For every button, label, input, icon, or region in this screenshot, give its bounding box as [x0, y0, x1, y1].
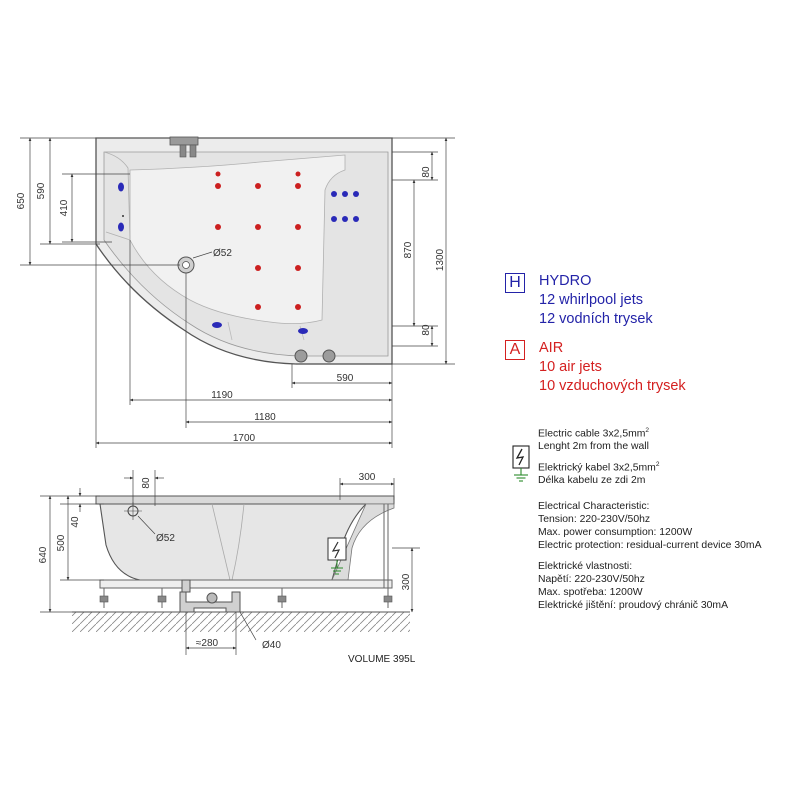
char-cz-line-2: Max. spotřeba: 1200W	[538, 587, 643, 598]
dim-1180: 1180	[254, 412, 276, 423]
side-view: Ø52	[38, 470, 420, 655]
dim-drain-top: Ø52	[213, 248, 232, 259]
whirlpool-jet	[255, 304, 261, 310]
dim-80-side: 80	[141, 477, 152, 489]
hydro-line-1: 12 whirlpool jets	[539, 292, 643, 308]
air-line-2: 10 vzduchových trysek	[539, 378, 686, 394]
electric-box-icon	[327, 537, 347, 575]
dim-300-top: 300	[359, 472, 376, 483]
whirlpool-jet	[255, 224, 261, 230]
dim-40: 40	[70, 516, 81, 528]
electric-connection-icon	[512, 445, 530, 482]
whirlpool-jets	[215, 171, 301, 310]
whirlpool-jet	[215, 183, 221, 189]
air-jet	[118, 222, 124, 232]
tub-seat-top	[129, 154, 346, 324]
legend: H HYDRO 12 whirlpool jets 12 vodních try…	[505, 272, 795, 406]
control-knob-icon	[294, 349, 308, 363]
hydro-title: HYDRO	[539, 273, 592, 289]
air-jet	[331, 216, 337, 222]
tub-body-side	[99, 503, 368, 581]
char-cz-line-3: Elektrické jištění: proudový chránič 30m…	[538, 600, 728, 611]
char-cz-title: Elektrické vlastnosti:	[538, 561, 633, 572]
char-cz-line-1: Napětí: 220-230V/50hz	[538, 574, 645, 585]
whirlpool-jet	[255, 265, 261, 271]
cable-en-line-1: Electric cable 3x2,5mm	[538, 428, 646, 440]
dim-80-bottom: 80	[421, 324, 432, 336]
air-jet	[118, 182, 124, 192]
top-view: 650 590 410 80 870 80 1300	[16, 136, 455, 448]
dim-300-right: 300	[401, 573, 412, 590]
air-jet	[212, 322, 222, 328]
whirlpool-jet	[215, 171, 221, 177]
air-line-1: 10 air jets	[539, 359, 602, 375]
cable-info-en: Electric cable 3x2,5mm2 Lenght 2m from t…	[538, 424, 800, 453]
legend-air: A AIR 10 air jets 10 vzduchových trysek	[505, 339, 795, 396]
whirlpool-jet	[215, 224, 221, 230]
dim-590-bottom: 590	[337, 373, 354, 384]
electrical-characteristic-cz: Elektrické vlastnosti: Napětí: 220-230V/…	[538, 560, 800, 612]
air-jet	[342, 216, 348, 222]
dim-1300: 1300	[435, 248, 446, 271]
whirlpool-jet	[295, 304, 301, 310]
dim-870: 870	[403, 241, 414, 258]
air-jet	[353, 216, 359, 222]
dim-1190: 1190	[211, 390, 233, 401]
char-en-line-2: Max. power consumption: 1200W	[538, 527, 693, 538]
whirlpool-jet	[295, 183, 301, 189]
floor-hatch	[72, 612, 410, 632]
air-title: AIR	[539, 340, 564, 356]
dim-80-top: 80	[421, 166, 432, 178]
char-en-title: Electrical Characteristic:	[538, 501, 650, 512]
whirlpool-jet	[255, 183, 261, 189]
air-jet	[298, 328, 308, 334]
dim-1700: 1700	[233, 433, 256, 444]
dim-650: 650	[16, 192, 27, 209]
char-en-line-3: Electric protection: residual-current de…	[538, 540, 762, 551]
waste-pipe-icon	[179, 579, 241, 613]
cable-en-sup: 2	[645, 427, 650, 434]
dim-pipe-40: Ø40	[262, 640, 281, 651]
cable-info-cz: Elektrický kabel 3x2,5mm2 Délka kabelu z…	[538, 458, 800, 487]
tub-rim-side	[95, 495, 395, 505]
dim-280: ≈280	[196, 638, 219, 649]
dim-410: 410	[59, 199, 70, 216]
hydro-badge: H	[505, 273, 525, 293]
whirlpool-jet	[295, 265, 301, 271]
volume-label: VOLUME 395L	[348, 654, 416, 665]
cable-cz-line-1: Elektrický kabel 3x2,5mm	[538, 462, 656, 474]
electrical-characteristic-en: Electrical Characteristic: Tension: 220-…	[538, 500, 800, 552]
faucet-icon	[169, 136, 199, 158]
air-jet	[353, 191, 359, 197]
dim-500: 500	[56, 534, 67, 551]
air-badge: A	[505, 340, 525, 360]
cable-en-line-2: Lenght 2m from the wall	[538, 441, 649, 453]
dim-640: 640	[38, 546, 49, 563]
air-jet	[331, 191, 337, 197]
control-knob-icon	[322, 349, 336, 363]
cable-cz-line-2: Délka kabelu ze zdi 2m	[538, 475, 646, 487]
cable-cz-sup: 2	[655, 461, 660, 468]
whirlpool-jet	[295, 224, 301, 230]
air-jets	[118, 182, 359, 334]
air-jet	[342, 191, 348, 197]
hydro-line-2: 12 vodních trysek	[539, 311, 653, 327]
dim-drain-side: Ø52	[156, 533, 175, 544]
char-en-line-1: Tension: 220-230V/50hz	[538, 514, 651, 525]
dim-590: 590	[36, 182, 47, 199]
drain-icon	[177, 256, 195, 274]
legend-hydro: H HYDRO 12 whirlpool jets 12 vodních try…	[505, 272, 795, 329]
whirlpool-jet	[295, 171, 301, 177]
